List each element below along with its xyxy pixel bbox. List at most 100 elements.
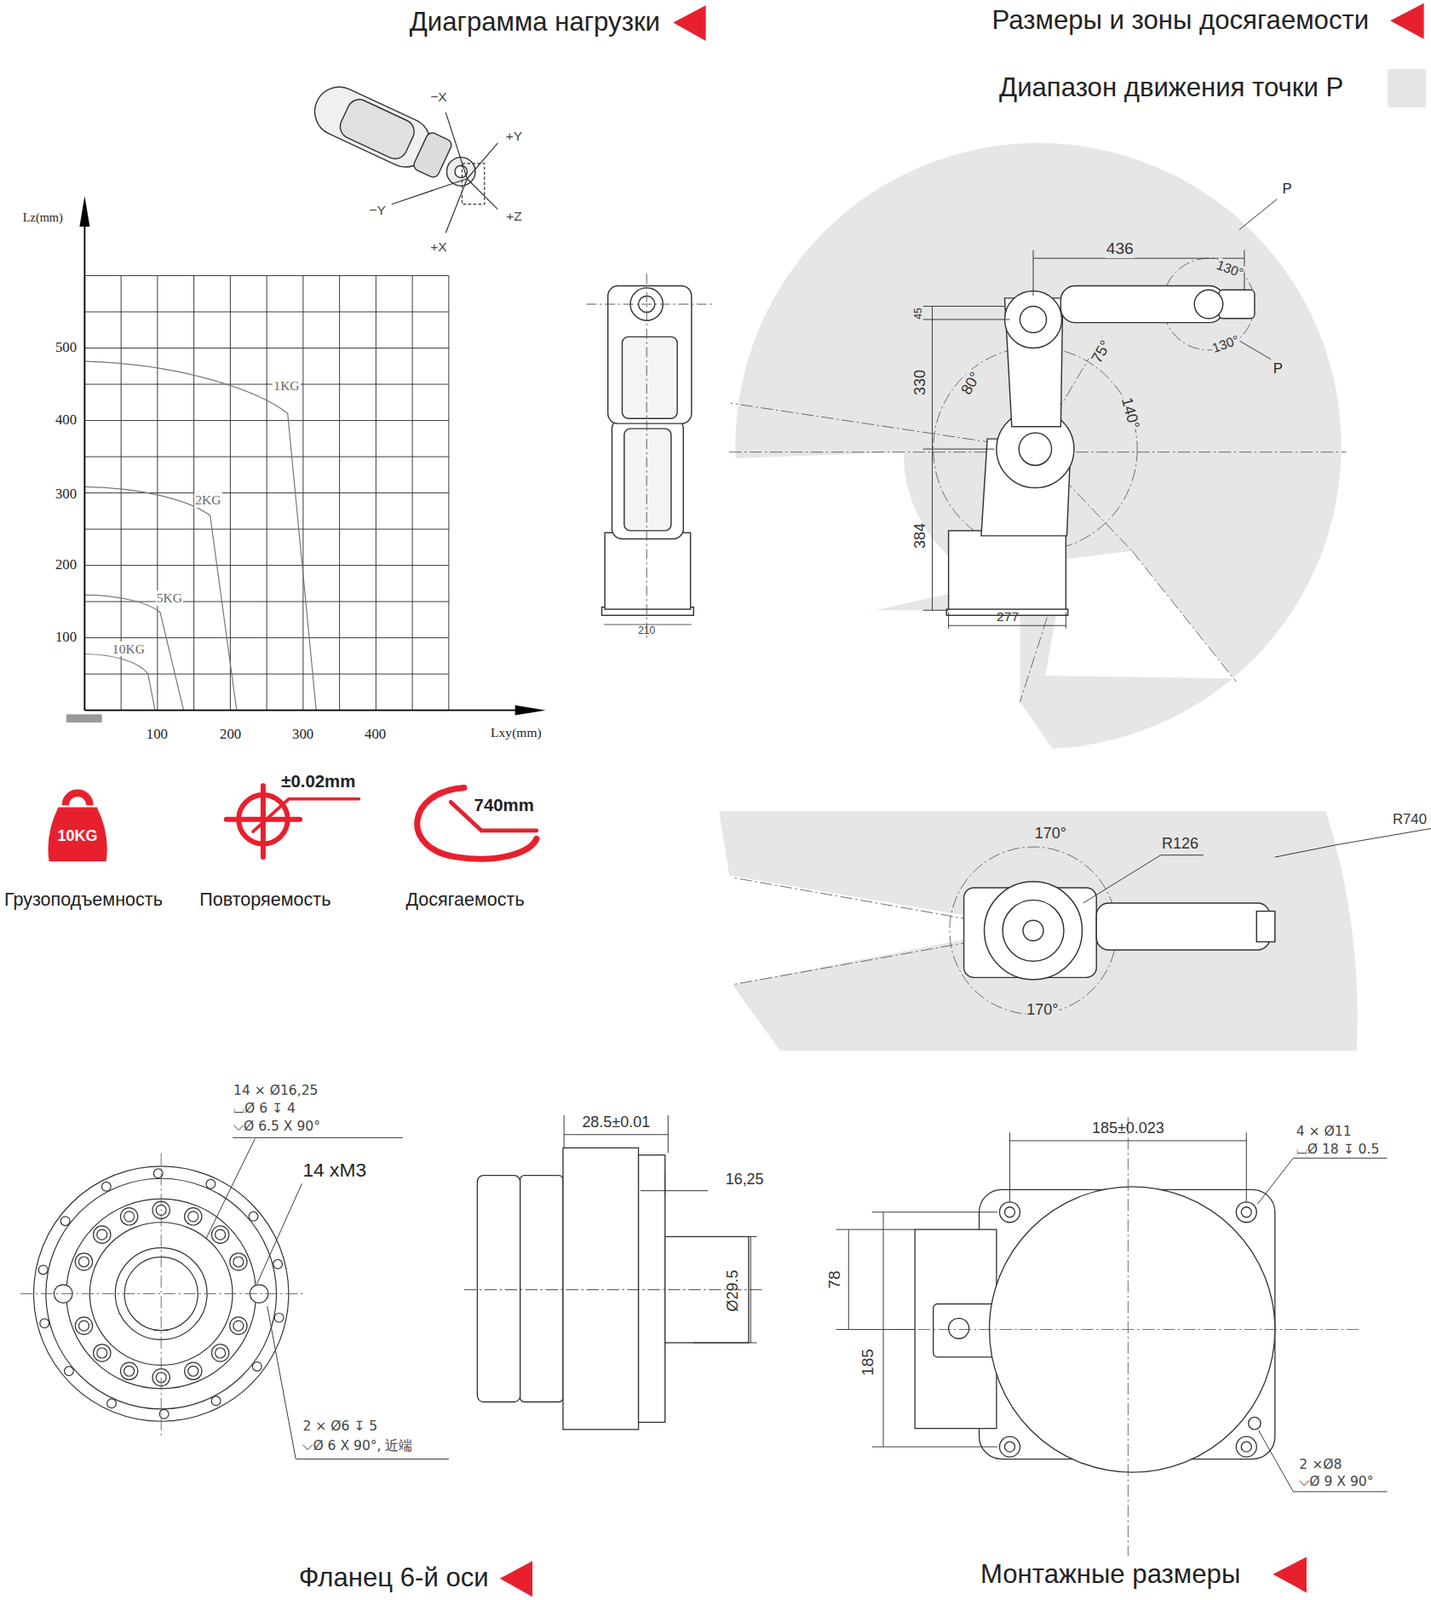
weight-value: 10KG — [45, 827, 110, 845]
drawing-polyline — [1083, 855, 1204, 903]
drawing-line — [1009, 1132, 1011, 1202]
drawing-line — [1239, 199, 1277, 230]
drawing-line — [1127, 1116, 1129, 1556]
drawing-line — [693, 1235, 757, 1237]
drawing-path — [417, 787, 537, 860]
drawing-g — [477, 1147, 749, 1429]
drawing-line — [445, 112, 467, 179]
axis-label: +Y — [505, 129, 523, 145]
drawing-circle — [120, 1207, 138, 1225]
axis-label: Lz(mm) — [22, 210, 64, 225]
tick-label: 400 — [363, 726, 387, 743]
drawing-circle — [229, 1316, 248, 1334]
drawing-circle — [273, 1258, 283, 1269]
drawing-circle — [948, 1317, 970, 1339]
drawing-g — [499, 3, 1425, 1597]
drawing-circle — [1022, 919, 1044, 941]
hole-note: ⌵Ø 9 X 90° — [1298, 1474, 1374, 1490]
drawing-rect — [948, 530, 1067, 613]
drawing-circle — [949, 846, 1117, 1014]
drawing-polygon — [1045, 551, 1235, 679]
drawing-rect — [1256, 911, 1276, 943]
drawing-line — [464, 1288, 765, 1290]
spec-value: 740mm — [473, 795, 535, 816]
drawing-circle — [252, 1362, 262, 1372]
drawing-g — [84, 275, 449, 711]
drawing-line — [923, 609, 949, 611]
drawing-line — [693, 1342, 757, 1344]
weight-icon: 10KG — [45, 778, 110, 865]
drawing-circle — [233, 1256, 244, 1267]
drawing-line — [445, 178, 467, 233]
drawing-circle — [188, 1211, 199, 1222]
spec-value: ±0.02mm — [280, 772, 357, 793]
drawing-circle — [211, 1225, 229, 1243]
drawing-polygon — [1390, 3, 1425, 40]
drawing-circle — [215, 1229, 226, 1240]
dimension-label: 16,25 — [724, 1170, 765, 1189]
drawing-circle — [1002, 899, 1064, 961]
drawing-g — [836, 1132, 1388, 1491]
drawing-polyline — [1257, 1157, 1387, 1204]
drawing-circle — [38, 1264, 48, 1275]
drawing-circle — [45, 1178, 277, 1409]
drawing-g — [586, 273, 715, 641]
axis-label: +Z — [505, 208, 523, 225]
tick-label: 300 — [54, 485, 78, 502]
drawing-line — [84, 673, 449, 675]
dimension-label: 436 — [1105, 239, 1135, 259]
drawing-circle — [40, 1318, 50, 1328]
tick-label: 200 — [218, 726, 242, 743]
drawing-g — [226, 785, 537, 859]
point-label: P — [1281, 180, 1294, 197]
hole-note: 14 × Ø16,25 — [232, 1083, 319, 1099]
drawing-line — [84, 419, 449, 421]
drawing-circle — [1019, 305, 1046, 333]
drawing-rect — [461, 163, 484, 205]
drawing-line — [882, 1212, 884, 1447]
drawing-rect — [336, 95, 419, 163]
dimension-label: 28.5±0.01 — [580, 1113, 651, 1132]
tick-label: 200 — [54, 557, 78, 574]
drawing-line — [948, 612, 949, 629]
drawing-rect — [611, 418, 684, 539]
drawing-line — [466, 143, 498, 179]
drawing-circle — [74, 1252, 92, 1271]
drawing-polyline — [252, 798, 360, 832]
drawing-circle — [124, 1365, 135, 1376]
drawing-line — [640, 1189, 708, 1191]
drawing-line — [1235, 339, 1271, 360]
tick-label: 400 — [54, 412, 78, 429]
drawing-circle — [1194, 289, 1224, 319]
drawing-circle — [211, 1344, 229, 1362]
drawing-polyline — [1275, 828, 1431, 858]
drawing-g — [464, 1114, 765, 1343]
drawing-rect — [608, 285, 692, 424]
drawing-line — [1132, 551, 1236, 682]
drawing-circle — [1018, 432, 1052, 466]
point-label: P — [1272, 361, 1284, 378]
drawing-circle — [1241, 1206, 1252, 1218]
thread-note: 14 xM3 — [301, 1158, 368, 1181]
drawing-circle — [1248, 1416, 1261, 1429]
drawing-line — [206, 1138, 255, 1239]
drawing-polygon — [515, 705, 546, 716]
drawing-g — [306, 79, 455, 184]
dimension-label: 210 — [637, 625, 656, 638]
drawing-line — [257, 1183, 303, 1283]
hole-note: 2 ×Ø8 — [1298, 1457, 1343, 1473]
drawing-line — [1033, 250, 1035, 297]
drawing-circle — [120, 1362, 138, 1380]
drawing-line — [84, 311, 449, 313]
drawing-g — [601, 285, 694, 615]
drawing-circle — [97, 1347, 108, 1358]
hole-note: 2 × Ø6 ↧ 5 — [301, 1419, 379, 1435]
section-heading: Фланец 6-й оси — [298, 1563, 490, 1594]
drawing-line — [84, 564, 449, 566]
hole-note: 4 × Ø11 — [1295, 1124, 1353, 1140]
drawing-line — [84, 456, 449, 458]
drawing-rect — [66, 713, 103, 723]
drawing-circle — [1004, 1441, 1015, 1452]
drawing-line — [923, 319, 1011, 321]
drawing-circle — [60, 1216, 70, 1226]
